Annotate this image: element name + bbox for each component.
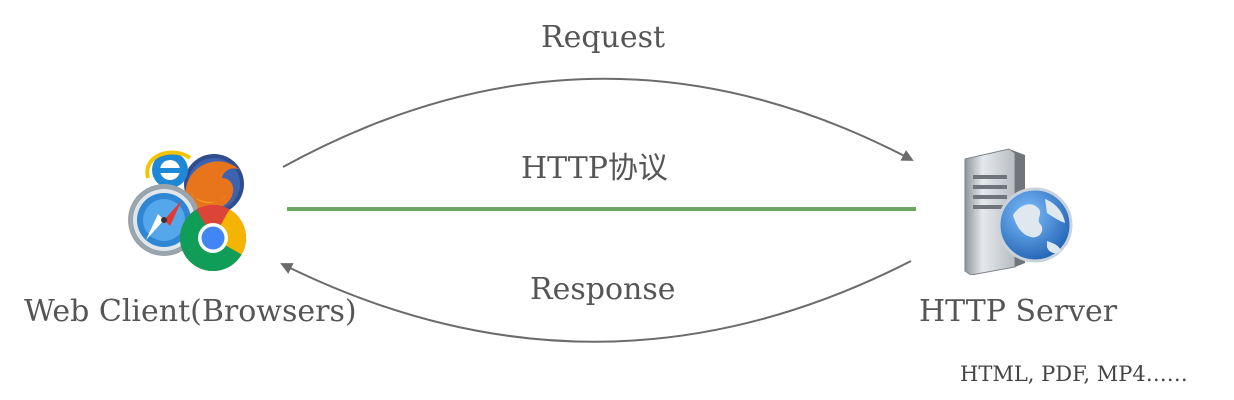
server-globe-icon bbox=[955, 145, 1073, 276]
request-label: Request bbox=[541, 20, 666, 55]
client-label: Web Client(Browsers) bbox=[24, 294, 357, 329]
response-label: Response bbox=[530, 272, 676, 307]
request-arrow bbox=[282, 77, 914, 168]
browsers-icon bbox=[124, 148, 254, 274]
firefox-icon bbox=[184, 154, 244, 214]
server-label: HTTP Server bbox=[919, 294, 1118, 329]
response-arrow bbox=[280, 260, 912, 343]
protocol-label: HTTP协议 bbox=[521, 151, 668, 186]
formats-label: HTML, PDF, MP4…… bbox=[960, 362, 1188, 386]
chrome-icon bbox=[179, 204, 247, 272]
ie-icon bbox=[145, 150, 192, 188]
